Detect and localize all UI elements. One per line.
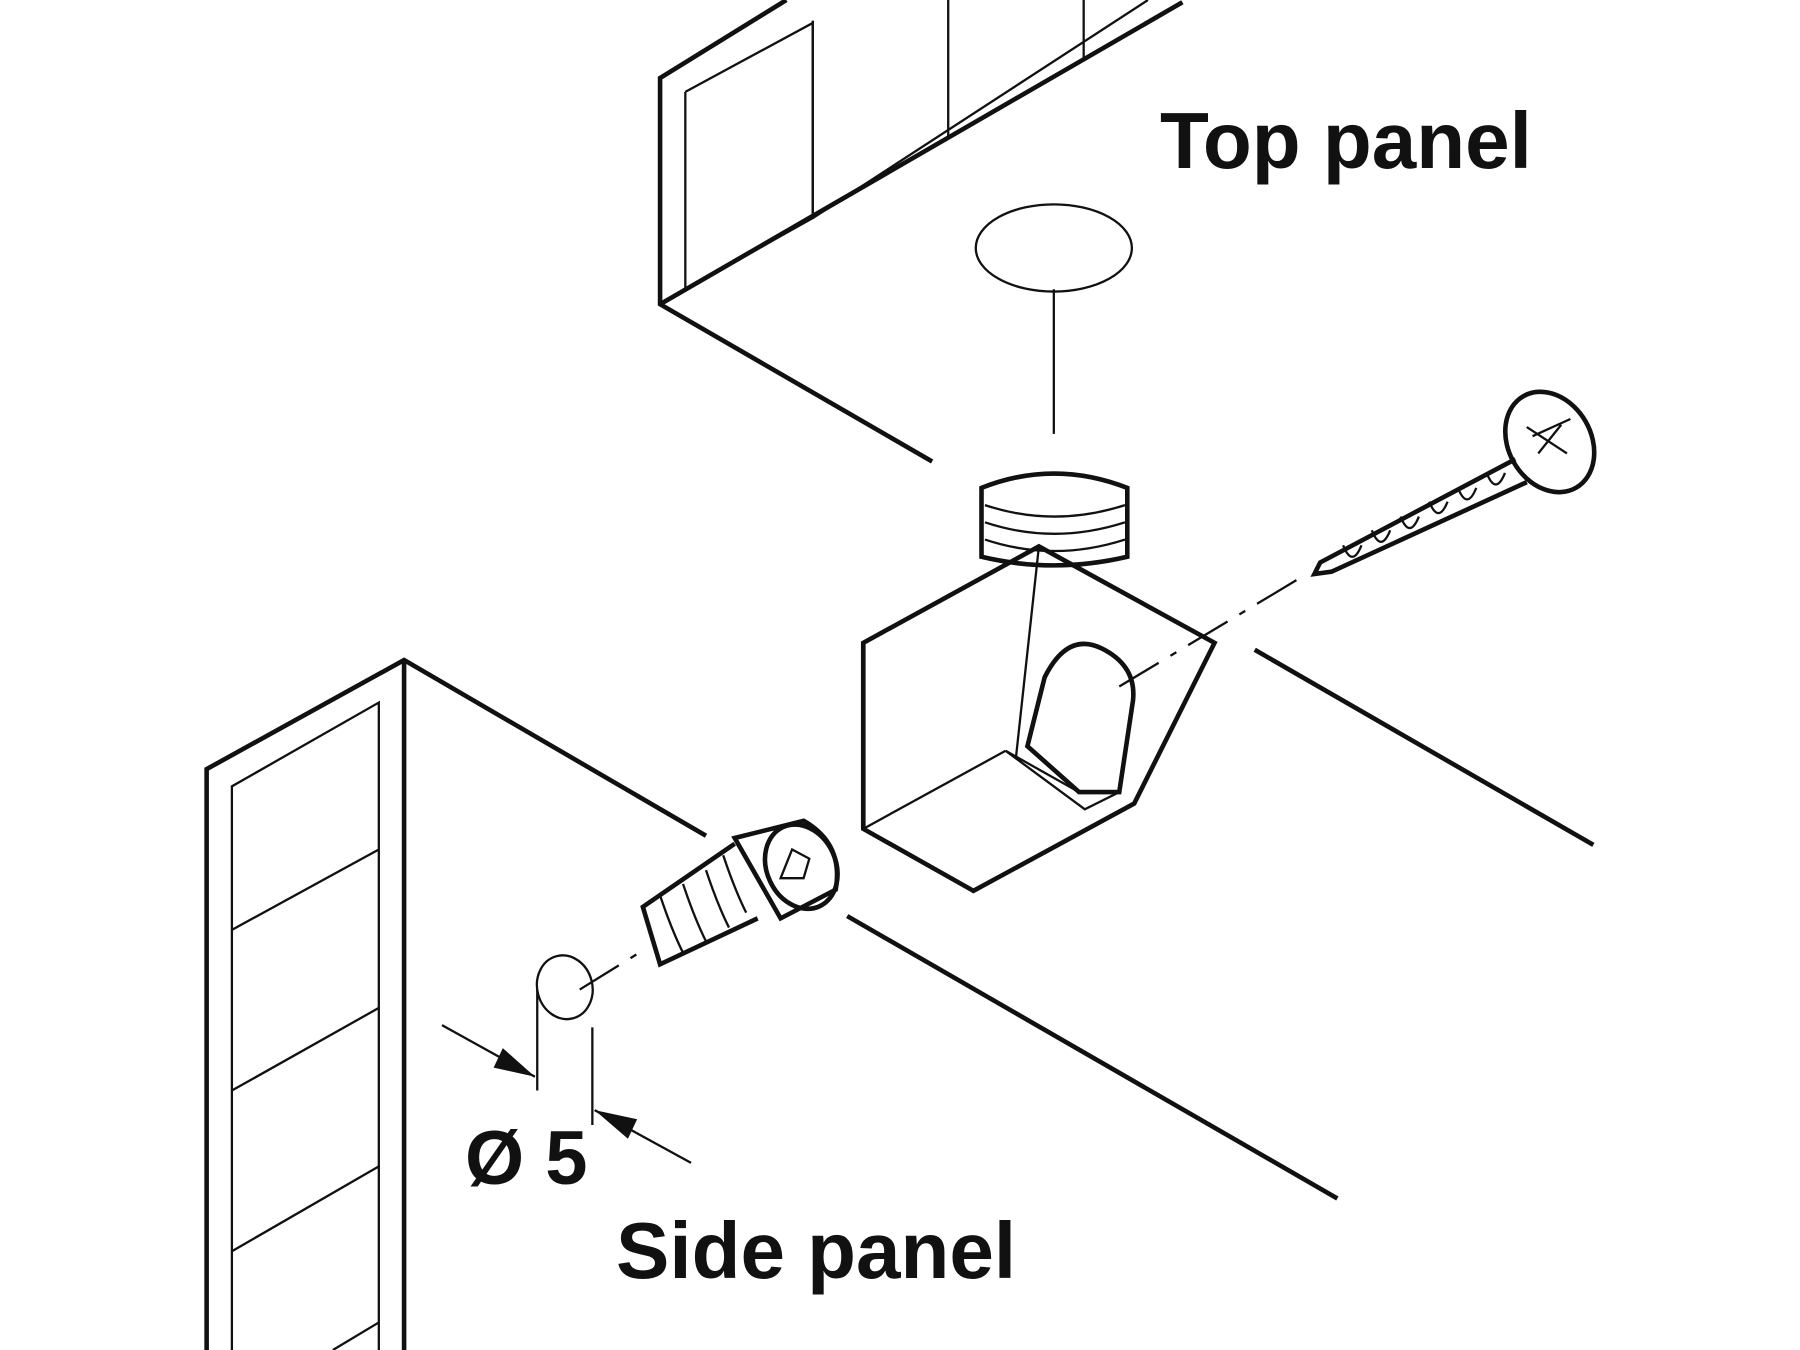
wood-screw bbox=[1310, 389, 1597, 577]
diameter-value: 5 bbox=[545, 1116, 588, 1201]
connector-housing bbox=[860, 471, 1218, 894]
side-panel-label: Side panel bbox=[616, 1206, 1017, 1295]
side-panel-hole bbox=[535, 954, 594, 1021]
top-panel bbox=[657, 0, 1184, 464]
top-panel-label: Top panel bbox=[1160, 96, 1532, 185]
screw-axis-line bbox=[1118, 578, 1298, 688]
side-panel bbox=[204, 647, 1595, 1350]
diameter-dimension bbox=[441, 989, 692, 1164]
cam-dowel bbox=[640, 818, 840, 968]
diameter-label: Ø 5 bbox=[465, 1115, 588, 1202]
diameter-symbol: Ø bbox=[465, 1116, 525, 1201]
top-panel-hole bbox=[974, 203, 1134, 293]
dowel-axis-line bbox=[579, 949, 644, 991]
